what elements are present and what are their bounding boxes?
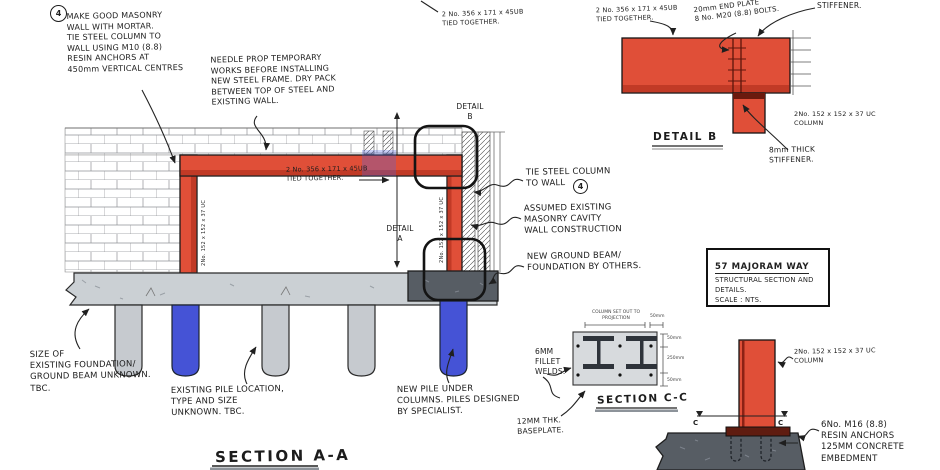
note-existing-pile: EXISTING PILE LOCATION, TYPE AND SIZE UN… <box>170 384 285 419</box>
section-cut-c-right: C <box>778 419 784 427</box>
cc-dim-right-3: 50mm <box>667 378 682 383</box>
piles <box>114 300 468 377</box>
note-new-pile: NEW PILE UNDER COLUMNS. PILES DESIGNED B… <box>396 383 520 418</box>
note-fillet-welds: 6MM FILLET WELDS. <box>535 347 566 377</box>
section-cut-c-left: C <box>693 419 699 427</box>
section-aa-underline <box>210 465 319 470</box>
title-block-line3: DETAILS. <box>715 285 747 294</box>
title-block-line2: STRUCTURAL SECTION AND <box>715 276 814 284</box>
cc-dim-right-2: 250mm <box>667 356 685 361</box>
wall-dimension-line <box>394 112 400 268</box>
detail-callout-b <box>413 124 479 190</box>
tie-note-4-marker: 4 <box>573 179 588 194</box>
note-new-ground-beam: NEW GROUND BEAM/ FOUNDATION BY OTHERS. <box>526 250 642 274</box>
section-cc-drawing <box>572 322 678 412</box>
note-uc-column-right: 2No. 152 x 152 x 37 UC COLUMN <box>793 346 876 365</box>
note-4-number: 4 <box>55 9 62 18</box>
note-8mm-stiffener: 8mm THICK STIFFENER. <box>768 144 816 165</box>
title-block-scale: SCALE : NTS. <box>715 295 762 304</box>
note-4-marker: 4 <box>50 5 67 22</box>
note-size-foundation: SIZE OF EXISTING FOUNDATION/ GROUND BEAM… <box>29 349 151 394</box>
note-needle-prop: NEEDLE PROP TEMPORARY WORKS BEFORE INSTA… <box>210 52 337 107</box>
title-block-project: 57 MAJORAM WAY <box>715 262 810 274</box>
cc-dim-top: COLUMN SET OUT TO PROJECTION <box>591 310 641 321</box>
note-resin-anchors: 6No. M16 (8.8) RESIN ANCHORS 125MM CONCR… <box>821 420 905 464</box>
detail-a-callout-label: DETAIL A <box>386 224 414 244</box>
detail-b-callout-label: DETAIL B <box>456 102 484 122</box>
tie-note-4-number: 4 <box>577 182 584 191</box>
note-detail-b-column: 2No. 152 x 152 x 37 UC COLUMN <box>794 110 876 127</box>
note-stiffener-top: STIFFENER. <box>817 1 862 10</box>
beam-label-in-frame: 2 No. 356 x 171 x 45UB TIED TOGETHER. <box>285 164 368 183</box>
title-block: 57 MAJORAM WAY STRUCTURAL SECTION AND DE… <box>706 248 830 307</box>
note-baseplate: 12MM THK. BASEPLATE. <box>516 415 565 436</box>
note-assumed-wall: ASSUMED EXISTING MASONRY CAVITY WALL CON… <box>523 202 622 237</box>
detail-b-title: DETAIL B <box>653 131 718 143</box>
cc-dim-top-right: 50mm <box>650 314 665 319</box>
right-column-size-label: 2No. 152 x 152 x 37 UC <box>439 196 445 263</box>
foundation-detail-drawing <box>655 339 806 470</box>
leader-lines <box>74 0 820 447</box>
beam-label-top-right: 2 No. 356 x 171 x 45UB TIED TOGETHER. <box>595 3 678 24</box>
steel-frame <box>179 150 463 277</box>
detail-callout-a <box>422 237 487 302</box>
note-tie-column: TIE STEEL COLUMN TO WALL <box>525 166 611 189</box>
section-aa-title: SECTION A-A <box>214 445 351 467</box>
masonry-wall <box>64 127 463 273</box>
left-column-size-label: 2No. 152 x 152 x 37 UC <box>201 199 207 266</box>
note-make-good-masonry: MAKE GOOD MASONRY WALL WITH MORTAR. TIE … <box>66 10 184 74</box>
cc-dim-right-1: 50mm <box>667 336 682 341</box>
beam-label-top-left: 2 No. 356 x 171 x 45UB TIED TOGETHER. <box>441 7 524 28</box>
dry-pack-highlight <box>362 150 396 176</box>
